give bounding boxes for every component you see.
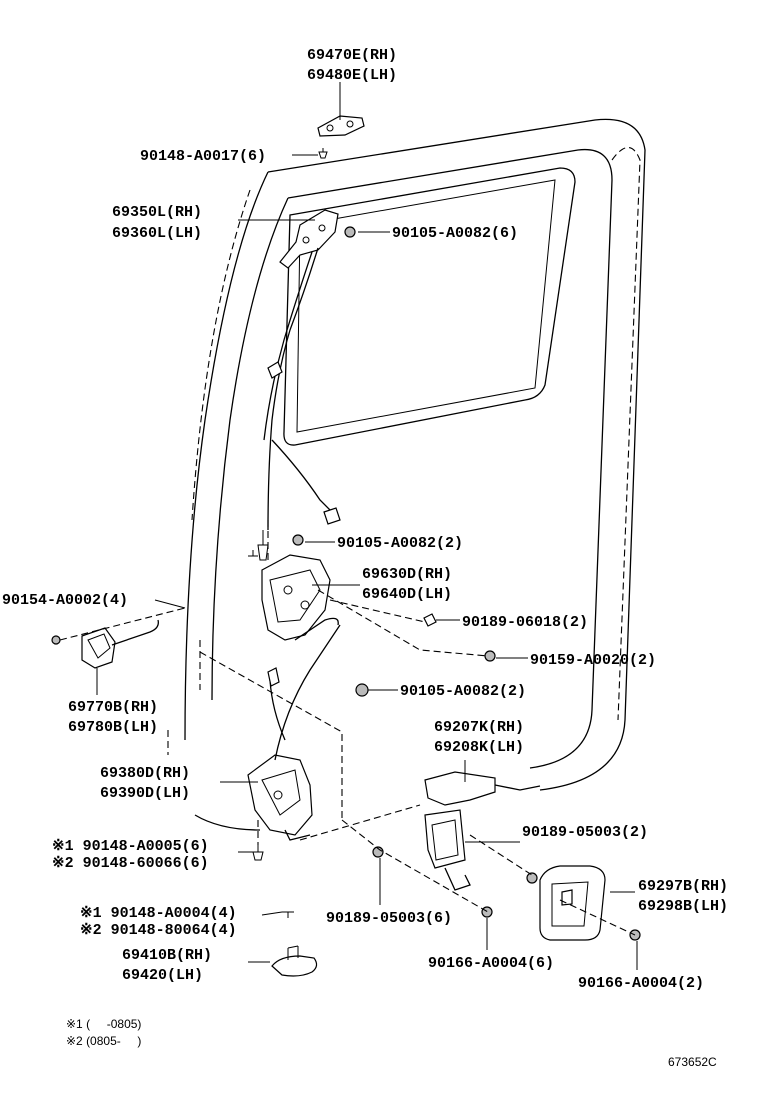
label-69208k: 69208K(LH)	[434, 739, 524, 756]
label-90148-a0017: 90148-A0017(6)	[140, 148, 266, 165]
label-69350l: 69350L(RH)	[112, 204, 202, 221]
part-69410b-striker	[271, 911, 318, 977]
part-69350l-rod	[257, 209, 356, 561]
label-90148-a0005: ※1 90148-A0005(6)	[52, 838, 209, 855]
label-69380d: 69380D(RH)	[100, 765, 190, 782]
label-90154-a0002: 90154-A0002(4)	[2, 592, 128, 609]
label-90148-80064: ※2 90148-80064(4)	[80, 922, 237, 939]
part-69380d-lock-assembly	[194, 624, 369, 861]
dashed-connectors	[59, 520, 636, 936]
leader-lines	[96, 82, 638, 970]
label-90105-a0082-2-lower: 90105-A0082(2)	[400, 683, 526, 700]
label-90189-06018: 90189-06018(2)	[462, 614, 588, 631]
label-69630d: 69630D(RH)	[362, 566, 452, 583]
part-labels: 69470E(RH) 69480E(LH) 90148-A0017(6) 693…	[2, 47, 728, 992]
label-69297b: 69297B(RH)	[638, 878, 728, 895]
label-90166-a0004-2: 90166-A0004(2)	[578, 975, 704, 992]
part-69207k-inside-handle	[372, 613, 541, 918]
label-69470e: 69470E(RH)	[307, 47, 397, 64]
footnotes: ※1 ( -0805) ※2 (0805- )	[66, 1017, 141, 1048]
label-90166-a0004-6: 90166-A0004(6)	[428, 955, 554, 972]
label-69298b: 69298B(LH)	[638, 898, 728, 915]
footnote-2: ※2 (0805- )	[66, 1034, 141, 1048]
label-90105-a0082-6: 90105-A0082(6)	[392, 225, 518, 242]
label-69640d: 69640D(LH)	[362, 586, 452, 603]
label-90189-05003-2: 90189-05003(2)	[522, 824, 648, 841]
label-90148-60066: ※2 90148-60066(6)	[52, 855, 209, 872]
part-69297b-handle-bezel	[539, 865, 641, 941]
part-69470e-link	[317, 115, 365, 159]
part-69630d-door-lock	[248, 534, 339, 641]
label-69770b: 69770B(RH)	[68, 699, 158, 716]
label-69410b: 69410B(RH)	[122, 947, 212, 964]
label-90189-05003-6: 90189-05003(6)	[326, 910, 452, 927]
door-frame-outline	[167, 118, 646, 791]
label-90159-a0020: 90159-A0020(2)	[530, 652, 656, 669]
label-69390d: 69390D(LH)	[100, 785, 190, 802]
part-69770b-door-lock-motor	[51, 619, 159, 669]
label-69207k: 69207K(RH)	[434, 719, 524, 736]
footnote-1: ※1 ( -0805)	[66, 1017, 141, 1031]
label-69780b: 69780B(LH)	[68, 719, 158, 736]
window-glass	[283, 167, 576, 446]
label-69360l: 69360L(LH)	[112, 225, 202, 242]
label-69420: 69420(LH)	[122, 967, 203, 984]
diagram-id: 673652C	[668, 1055, 717, 1069]
label-90105-a0082-2-upper: 90105-A0082(2)	[337, 535, 463, 552]
label-69480e: 69480E(LH)	[307, 67, 397, 84]
label-90148-a0004: ※1 90148-A0004(4)	[80, 905, 237, 922]
